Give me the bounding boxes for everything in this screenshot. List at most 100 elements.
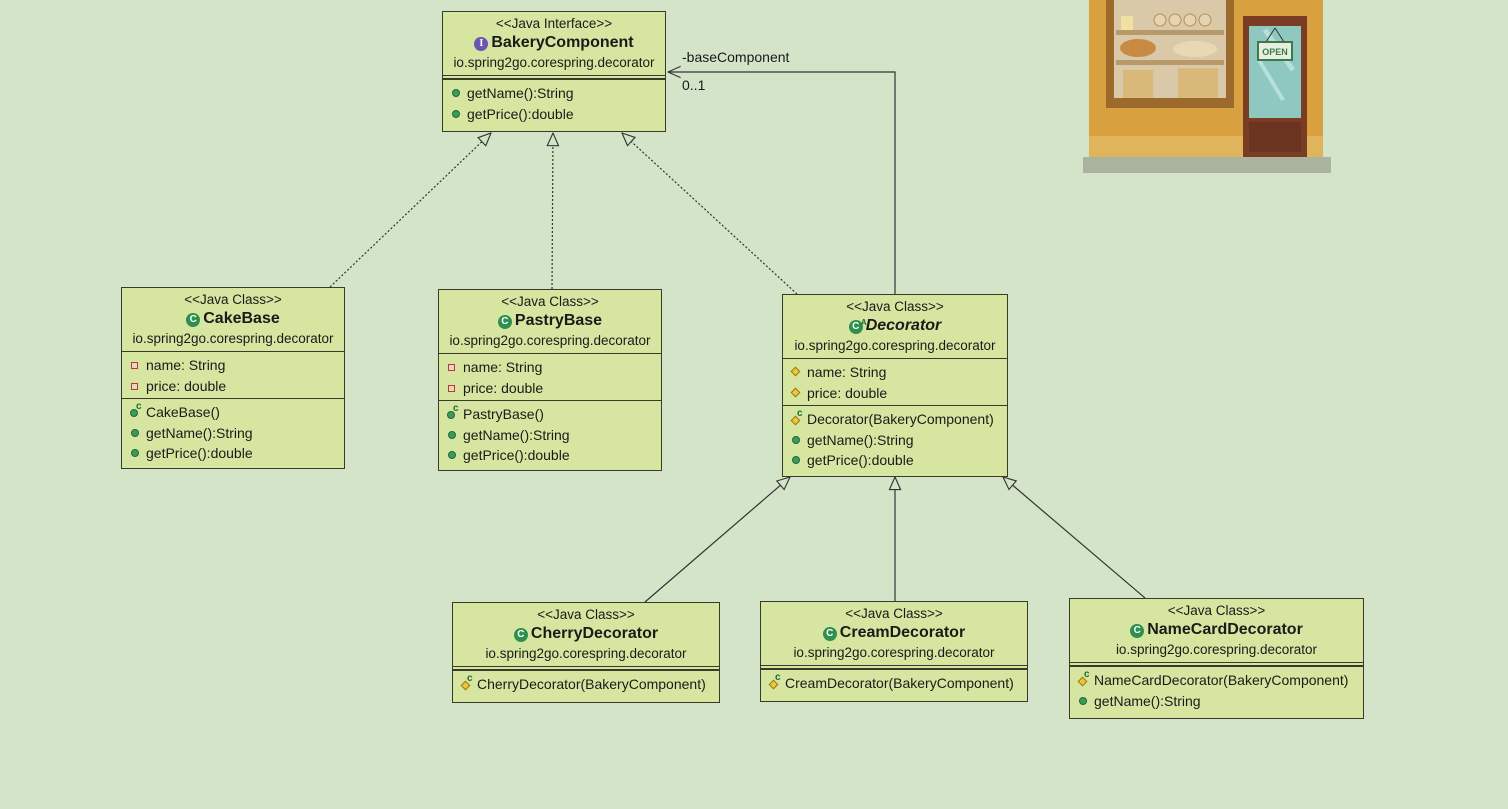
protected-field-icon <box>790 387 802 399</box>
method-row[interactable]: CreamDecorator(BakeryComponent) <box>761 672 1027 694</box>
public-method-icon <box>446 429 458 441</box>
class-name: CreamDecorator <box>839 624 966 641</box>
method-row[interactable]: getName():String <box>122 423 344 444</box>
methods-section: CakeBase() getName():String getPrice():d… <box>122 399 344 466</box>
methods-section: NameCardDecorator(BakeryComponent) getNa… <box>1070 666 1363 713</box>
class-icon: C <box>497 315 512 329</box>
constructor-icon <box>446 403 459 420</box>
package-label: io.spring2go.corespring.decorator <box>794 338 996 353</box>
class-name: NameCardDecorator <box>1147 621 1303 638</box>
class-name: Decorator <box>865 317 942 334</box>
class-icon: C <box>186 313 201 327</box>
protected-constructor-icon <box>1077 669 1090 686</box>
method-row[interactable]: getPrice():double <box>443 104 665 125</box>
protected-constructor-icon <box>790 408 803 425</box>
abstract-class-icon: C <box>848 316 867 334</box>
method-row[interactable]: getPrice():double <box>439 445 661 466</box>
method-row[interactable]: CakeBase() <box>122 401 344 423</box>
decorator-class[interactable]: <<Java Class>> CDecorator io.spring2go.c… <box>782 294 1008 477</box>
package-label: io.spring2go.corespring.decorator <box>485 646 687 661</box>
realization-decorator-edge <box>622 133 798 295</box>
generalization-namecard-edge <box>1003 477 1146 599</box>
fields-section <box>453 667 719 670</box>
generalization-cherry-edge <box>644 477 790 603</box>
class-icon: C <box>1130 624 1145 638</box>
methods-section: CreamDecorator(BakeryComponent) <box>761 669 1027 696</box>
private-field-icon <box>129 359 141 371</box>
public-method-icon <box>129 447 141 459</box>
decorator-header: <<Java Class>> CDecorator io.spring2go.c… <box>783 295 1007 359</box>
class-name: PastryBase <box>514 312 603 329</box>
field-row[interactable]: price: double <box>439 378 661 399</box>
method-row[interactable]: PastryBase() <box>439 403 661 425</box>
private-field-icon <box>446 361 458 373</box>
protected-field-icon <box>790 366 802 378</box>
package-label: io.spring2go.corespring.decorator <box>449 333 651 348</box>
stereotype-label: <<Java Class>> <box>501 294 599 309</box>
stereotype-label: <<Java Class>> <box>537 607 635 622</box>
public-method-icon <box>129 427 141 439</box>
association-multiplicity-label: 0..1 <box>682 77 706 93</box>
stereotype-label: <<Java Class>> <box>1167 603 1266 618</box>
package-label: io.spring2go.corespring.decorator <box>793 645 995 660</box>
fields-section: name: String price: double <box>439 354 661 401</box>
method-row[interactable]: CherryDecorator(BakeryComponent) <box>453 673 719 695</box>
public-method-icon <box>446 449 458 461</box>
constructor-icon <box>129 401 142 418</box>
field-row[interactable]: price: double <box>783 383 1007 404</box>
method-row[interactable]: getName():String <box>1070 691 1363 712</box>
realization-pastrybase-edge <box>552 133 553 290</box>
method-row[interactable]: getName():String <box>783 430 1007 451</box>
package-label: io.spring2go.corespring.decorator <box>132 331 334 346</box>
class-name: CakeBase <box>203 310 280 327</box>
private-field-icon <box>129 380 141 392</box>
method-row[interactable]: NameCardDecorator(BakeryComponent) <box>1070 669 1363 691</box>
method-row[interactable]: Decorator(BakeryComponent) <box>783 408 1007 430</box>
public-method-icon <box>790 454 802 466</box>
fields-section <box>443 76 665 79</box>
field-row[interactable]: name: String <box>439 357 661 378</box>
association-role-label: -baseComponent <box>682 49 790 65</box>
class-name: BakeryComponent <box>491 34 634 51</box>
protected-constructor-icon <box>460 673 473 690</box>
method-row[interactable]: getPrice():double <box>122 443 344 464</box>
method-row[interactable]: getName():String <box>439 425 661 446</box>
method-row[interactable]: getPrice():double <box>783 450 1007 471</box>
field-row[interactable]: name: String <box>122 355 344 376</box>
association-basecomponent-edge <box>668 72 896 294</box>
public-method-icon <box>450 108 462 120</box>
methods-section: CherryDecorator(BakeryComponent) <box>453 670 719 697</box>
stereotype-label: <<Java Class>> <box>845 606 943 621</box>
stereotype-label: <<Java Interface>> <box>495 16 613 31</box>
package-label: io.spring2go.corespring.decorator <box>1115 642 1318 657</box>
methods-section: getName():String getPrice():double <box>443 79 665 126</box>
fields-section: name: String price: double <box>122 352 344 399</box>
interface-icon: I <box>474 37 489 51</box>
method-row[interactable]: getName():String <box>443 83 665 104</box>
stereotype-label: <<Java Class>> <box>184 292 282 307</box>
field-row[interactable]: name: String <box>783 362 1007 383</box>
fields-section <box>1070 663 1363 666</box>
public-method-icon <box>790 434 802 446</box>
methods-section: Decorator(BakeryComponent) getName():Str… <box>783 406 1007 473</box>
stereotype-label: <<Java Class>> <box>846 299 944 314</box>
fields-section <box>761 666 1027 669</box>
fields-section: name: String price: double <box>783 359 1007 406</box>
class-icon: C <box>822 627 837 641</box>
class-icon: C <box>513 628 528 642</box>
methods-section: PastryBase() getName():String getPrice()… <box>439 401 661 468</box>
field-row[interactable]: price: double <box>122 376 344 397</box>
